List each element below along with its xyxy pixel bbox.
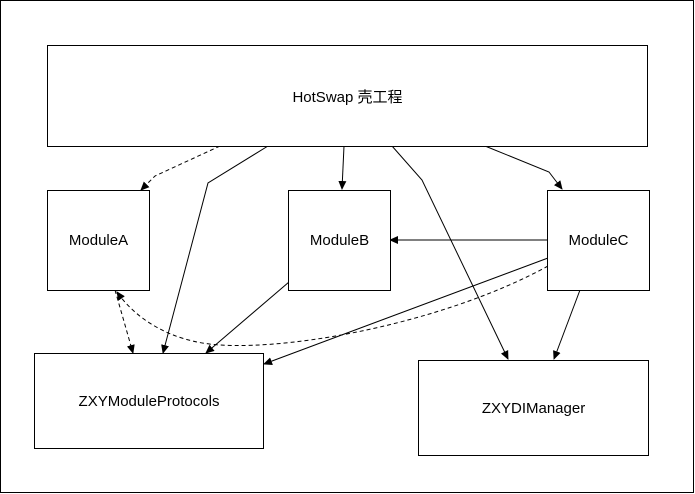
- node-module-a-label: ModuleA: [68, 232, 129, 249]
- node-zxy-module-protocols-label: ZXYModuleProtocols: [78, 392, 220, 410]
- edge-module-a-to-protocols: [114, 289, 135, 354]
- node-module-c-label: ModuleC: [568, 232, 629, 249]
- node-module-c: ModuleC: [547, 190, 650, 291]
- node-zxy-di-manager: ZXYDIManager: [418, 360, 649, 456]
- edge-module-c-to-protocols: [263, 257, 549, 365]
- node-module-a: ModuleA: [47, 190, 150, 291]
- edge-module-b-to-protocols: [205, 281, 290, 354]
- node-module-b-label: ModuleB: [309, 232, 370, 249]
- node-zxy-di-manager-label: ZXYDIManager: [481, 399, 586, 417]
- edge-shell-to-module-c: [484, 145, 563, 190]
- edge-module-c-to-di-manager: [553, 289, 581, 360]
- node-hotswap-shell-label: HotSwap 壳工程: [292, 88, 403, 106]
- edge-shell-to-module-b: [338, 145, 347, 190]
- edge-shell-to-module-a: [140, 145, 221, 191]
- edge-shell-to-protocols: [161, 145, 269, 354]
- node-module-b: ModuleB: [288, 190, 391, 291]
- node-zxy-module-protocols: ZXYModuleProtocols: [34, 353, 264, 449]
- edge-shell-to-di-manager: [391, 145, 509, 360]
- node-hotswap-shell: HotSwap 壳工程: [47, 45, 648, 147]
